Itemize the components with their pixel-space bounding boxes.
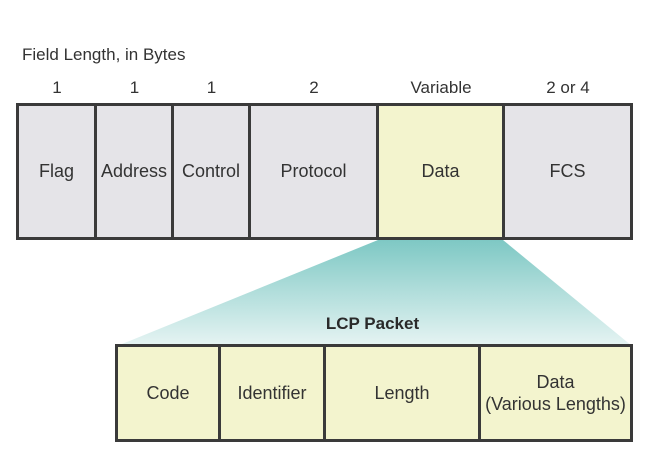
lcp-field-code: Code [118, 347, 221, 439]
frame-field-address: Address [97, 106, 174, 237]
frame-field-address-label: Address [100, 161, 168, 181]
frame-field-flag: Flag [19, 106, 97, 237]
frame-field-fcs-label: FCS [549, 161, 586, 181]
length-label-data: Variable [410, 78, 472, 97]
field-length-caption: Field Length, in Bytes [22, 45, 186, 64]
length-label-flag: 1 [52, 78, 62, 97]
frame-field-control: Control [174, 106, 251, 237]
lcp-field-data: Data (Various Lengths) [481, 347, 630, 439]
frame-field-data-label: Data [421, 161, 460, 181]
length-label-control: 1 [206, 78, 217, 97]
length-label-address: 1 [129, 78, 140, 97]
frame-field-control-label: Control [181, 161, 241, 181]
lcp-field-length: Length [326, 347, 481, 439]
ppp-frame: Flag Address Control Protocol Data FCS [16, 103, 633, 240]
length-label-fcs: 2 or 4 [546, 78, 590, 97]
frame-field-protocol-label: Protocol [280, 161, 347, 181]
length-label-protocol: 2 [309, 78, 319, 97]
frame-field-data: Data [379, 106, 505, 237]
lcp-packet-title: LCP Packet [325, 314, 420, 333]
lcp-field-code-label: Code [146, 383, 190, 403]
frame-field-fcs: FCS [505, 106, 630, 237]
frame-field-flag-label: Flag [38, 161, 74, 181]
frame-field-protocol: Protocol [251, 106, 379, 237]
lcp-field-data-sublabel: (Various Lengths) [485, 394, 626, 414]
lcp-field-identifier: Identifier [221, 347, 326, 439]
lcp-field-data-label: Data [536, 372, 575, 392]
lcp-packet: Code Identifier Length Data (Various Len… [115, 344, 633, 442]
lcp-field-identifier-label: Identifier [237, 383, 307, 403]
lcp-field-length-label: Length [374, 383, 430, 403]
